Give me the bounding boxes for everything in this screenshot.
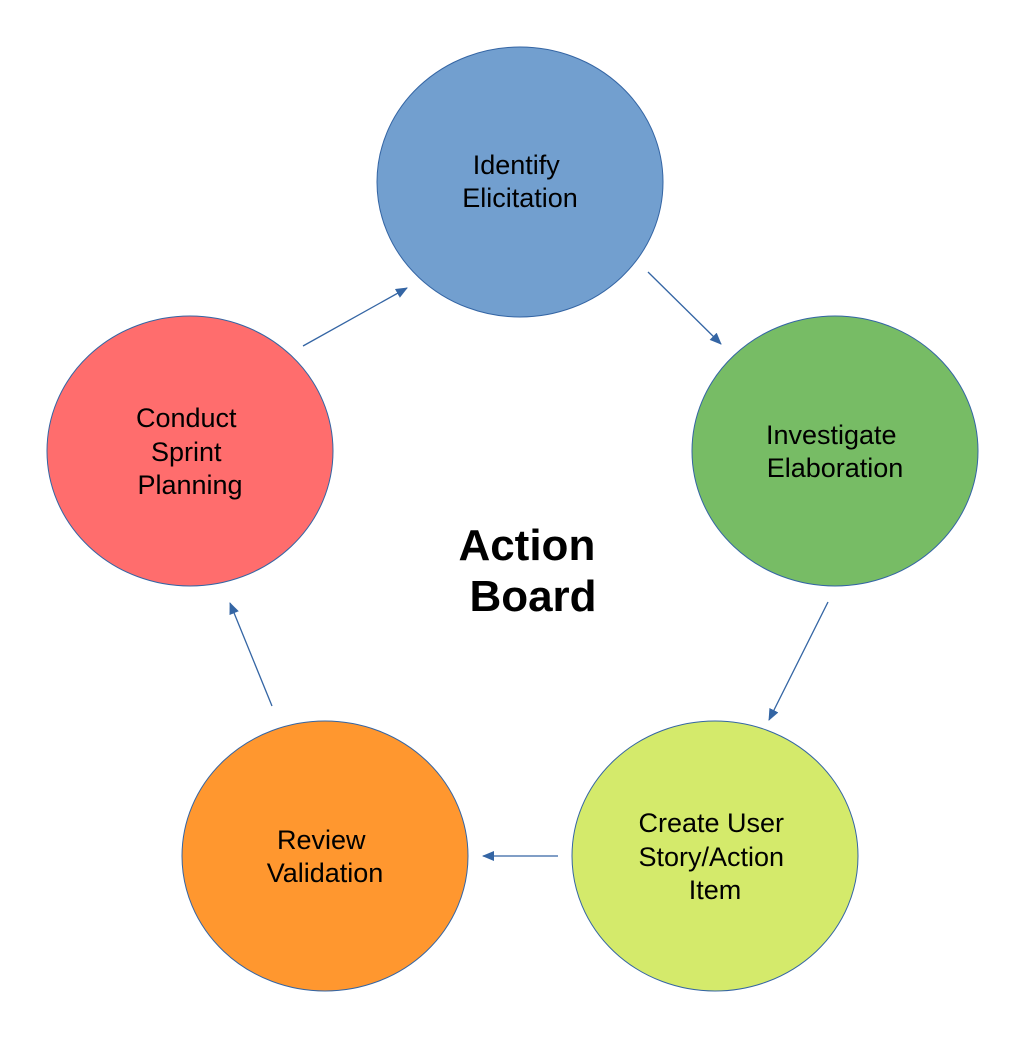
node-conduct-sprint-planning: Conduct Sprint Planning: [46, 315, 334, 587]
node-label-line: Item: [689, 875, 742, 905]
node-label-line: Validation: [267, 858, 384, 888]
node-label-line: Story/Action: [638, 842, 784, 872]
node-circle: [46, 315, 334, 587]
node-label: Review Validation: [267, 825, 384, 888]
arrow-identify-to-investigate: [647, 271, 722, 345]
node-label: Identify Elicitation: [462, 150, 578, 213]
node-circle: [181, 720, 469, 992]
node-circle: [376, 46, 664, 318]
node-label-line: Conduct: [136, 403, 237, 433]
node-label-line: Sprint: [151, 437, 222, 467]
arrows-group: [229, 271, 829, 861]
node-label: Investigate Elaboration: [766, 420, 904, 483]
arrow-investigate-to-create: [768, 601, 829, 721]
arrow-review-to-conduct: [229, 602, 273, 707]
node-review-validation: Review Validation: [181, 720, 469, 992]
node-identify-elicitation: Identify Elicitation: [376, 46, 664, 318]
center-title-line: Action: [458, 521, 595, 570]
node-label-line: Identify: [473, 150, 561, 180]
node-circle: [691, 315, 979, 587]
arrow-conduct-to-identify: [302, 287, 408, 347]
node-label-line: Elicitation: [462, 183, 578, 213]
node-label: Create User Story/Action Item: [638, 808, 791, 905]
node-label: Conduct Sprint Planning: [136, 403, 244, 500]
node-label-line: Investigate: [766, 420, 897, 450]
node-label-line: Planning: [137, 470, 242, 500]
node-label-line: Elaboration: [767, 453, 904, 483]
node-investigate-elaboration: Investigate Elaboration: [691, 315, 979, 587]
node-circle: [571, 720, 859, 992]
node-label-line: Review: [277, 825, 366, 855]
center-title-line: Board: [469, 572, 596, 621]
node-label-line: Create User: [638, 808, 784, 838]
node-create-user-story: Create User Story/Action Item: [571, 720, 859, 992]
center-title: Action Board: [458, 521, 607, 621]
